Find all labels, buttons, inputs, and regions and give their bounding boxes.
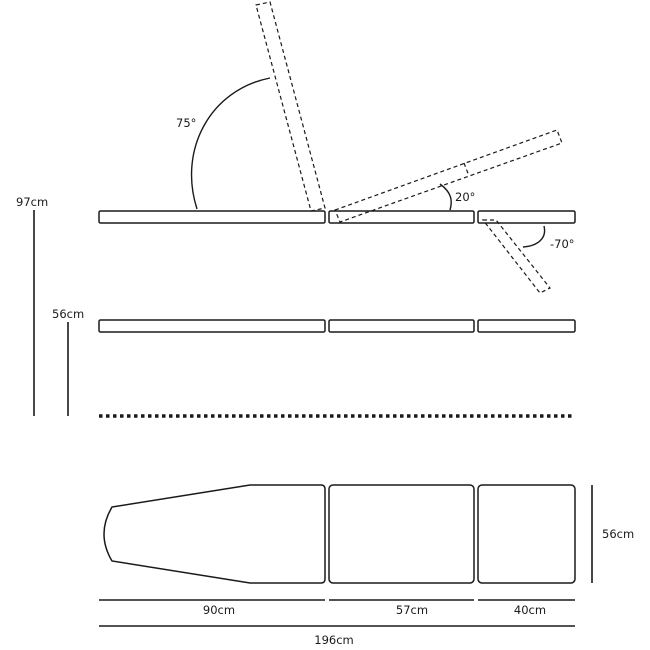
head-section-raised: [98, 210, 326, 224]
head-section-plan: [103, 484, 326, 584]
lowered-table: [98, 319, 576, 333]
width-label: 56cm: [602, 527, 634, 541]
leg-tilted-outline: [481, 219, 551, 294]
middle-angle-label: 20°: [455, 190, 475, 204]
middle-length-label: 57cm: [396, 603, 428, 617]
head-section-lowered: [98, 319, 326, 333]
foot-length-label: 40cm: [514, 603, 546, 617]
foot-section-plan: [477, 484, 576, 584]
plan-view: [103, 484, 576, 584]
middle-tilted-outline: [334, 129, 563, 223]
middle-tilted-joint: [463, 162, 470, 177]
leg-angle-label: -70°: [550, 237, 575, 251]
middle-angle-arc: [439, 183, 452, 211]
max-height-label: 97cm: [16, 195, 48, 209]
leg-angle-arc: [522, 225, 546, 248]
min-height-label: 56cm: [52, 307, 84, 321]
middle-section-lowered: [328, 319, 475, 333]
backrest-tilted-outline: [255, 1, 326, 212]
raised-table: 75° 20° -70°: [98, 1, 576, 294]
foot-section-raised: [477, 210, 576, 224]
backrest-angle-label: 75°: [176, 116, 196, 130]
head-length-label: 90cm: [203, 603, 235, 617]
foot-section-lowered: [477, 319, 576, 333]
middle-section-plan: [328, 484, 475, 584]
middle-section-raised: [328, 210, 475, 224]
backrest-angle-arc: [190, 77, 271, 210]
total-length-label: 196cm: [314, 633, 353, 647]
